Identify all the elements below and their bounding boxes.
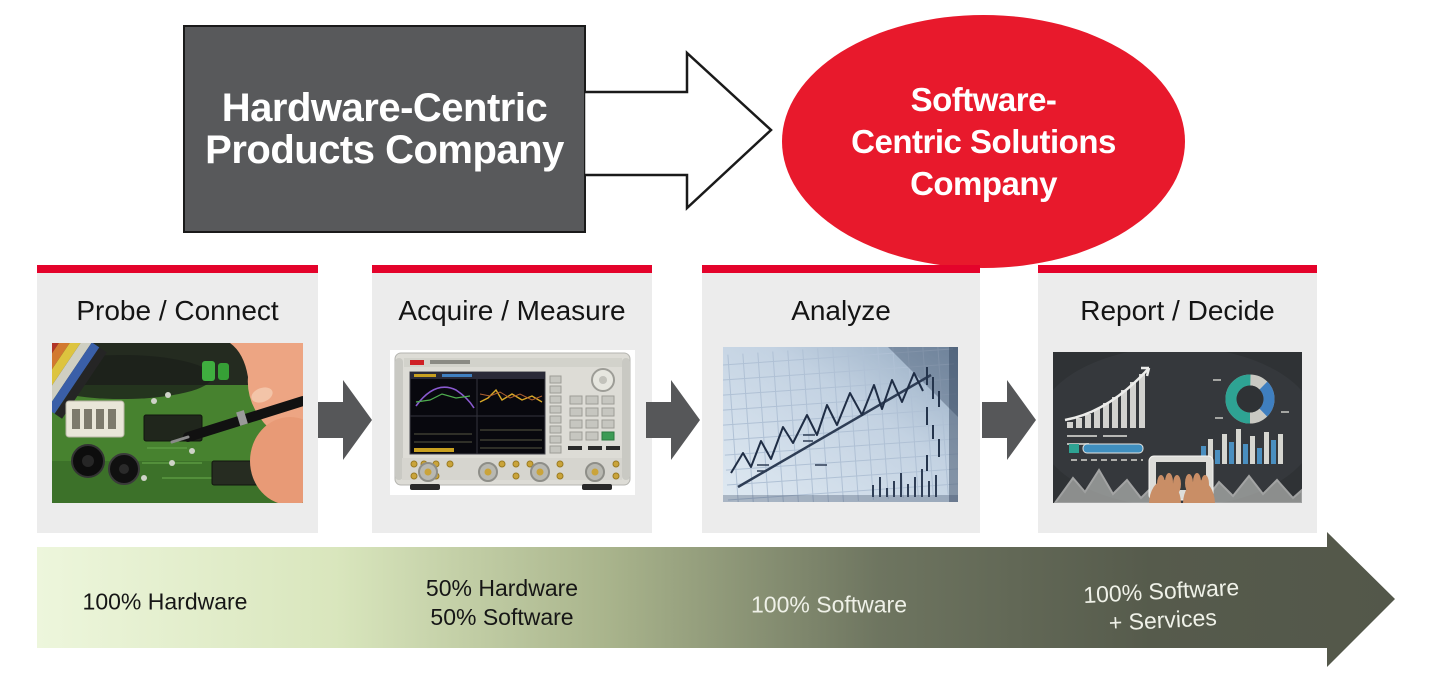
panel-report-decide: Report / Decide xyxy=(1038,265,1317,533)
network-analyzer-photo xyxy=(390,350,635,495)
panel-acquire-measure: Acquire / Measure xyxy=(372,265,652,533)
spectrum-label-half-half: 50% Hardware 50% Software xyxy=(425,575,579,630)
panel-probe-connect: Probe / Connect xyxy=(37,265,318,533)
dashboard-tablet-photo xyxy=(1053,352,1302,503)
software-ellipse-line3: Company xyxy=(910,164,1057,202)
panel-accent-bar xyxy=(1038,265,1317,273)
step-arrow-icon xyxy=(318,380,372,460)
software-ellipse-line2: Centric Solutions xyxy=(851,122,1116,160)
panel-title: Report / Decide xyxy=(1080,295,1275,326)
panel-title: Analyze xyxy=(791,295,891,326)
software-ellipse-line1: Software- xyxy=(910,80,1057,118)
spectrum-label-software-services: 100% Software + Services xyxy=(1082,573,1240,636)
spectrum-label-software: 100% Software xyxy=(751,591,907,618)
panel-accent-bar xyxy=(37,265,318,273)
pcb-probe-photo xyxy=(52,343,303,503)
hardware-box-line1: Hardware-Centric xyxy=(221,86,548,130)
stock-chart-photo xyxy=(723,347,958,502)
step-arrow-icon xyxy=(982,380,1036,460)
panel-analyze: Analyze xyxy=(702,265,980,533)
step-arrow-icon xyxy=(646,380,700,460)
hardware-box-line2: Products Company xyxy=(205,128,564,172)
spectrum-label-hardware: 100% Hardware xyxy=(82,588,248,615)
panel-accent-bar xyxy=(702,265,980,273)
hardware-centric-box: Hardware-Centric Products Company xyxy=(183,25,586,233)
panel-title: Probe / Connect xyxy=(76,295,279,326)
software-centric-ellipse: Software- Centric Solutions Company xyxy=(782,15,1185,268)
panel-title: Acquire / Measure xyxy=(398,295,626,326)
panel-accent-bar xyxy=(372,265,652,273)
spectrum-arrow xyxy=(37,532,1395,667)
transition-arrow-icon xyxy=(584,50,773,211)
